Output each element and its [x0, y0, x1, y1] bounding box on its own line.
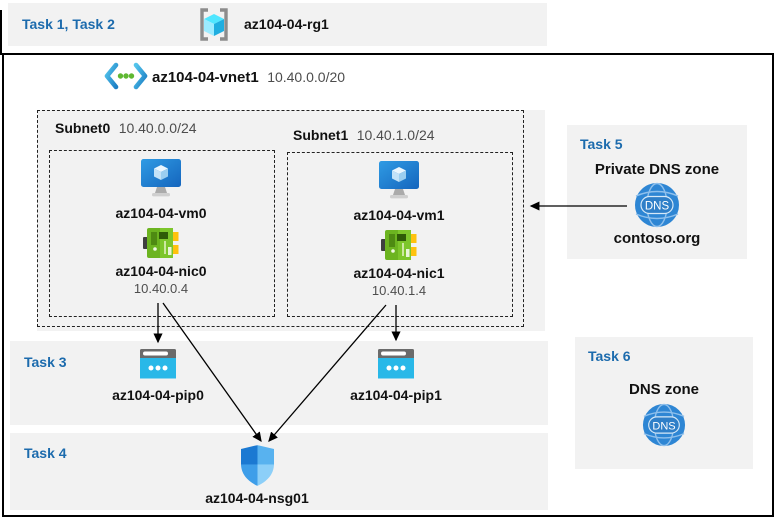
nic1-name: az104-04-nic1 [353, 265, 445, 281]
dns-zone-icon-text: DNS [652, 420, 675, 432]
subnet1-cidr: 10.40.1.0/24 [356, 127, 435, 143]
pip1-name: az104-04-pip1 [350, 387, 442, 403]
frame-left-notch [0, 10, 2, 55]
vm0-icon [138, 157, 184, 198]
vm0-name: az104-04-vm0 [115, 205, 207, 221]
private-dns-zone-title: Private DNS zone [594, 161, 720, 178]
subnet1-content: az104-04-vm1 az104-04-nic1 10.40.1.4 [287, 159, 511, 298]
subnet1-inner-box [287, 152, 513, 317]
task1-label: Task 1, Task 2 [22, 16, 115, 32]
task1-band: Task 1, Task 2 [8, 3, 547, 46]
subnet0-cidr: 10.40.0.0/24 [118, 120, 197, 136]
nsg-node: az104-04-nsg01 [197, 444, 317, 506]
diagram-outer-frame [2, 53, 774, 517]
task6-box: Task 6 DNS zone DNS [575, 337, 753, 469]
task5-label: Task 5 [580, 136, 623, 152]
vnet-cidr: 10.40.0.0/20 [267, 69, 346, 85]
nic1-ip: 10.40.1.4 [371, 283, 427, 298]
task6-label: Task 6 [588, 348, 631, 364]
resource-group-name: az104-04-rg1 [244, 16, 329, 32]
nic0-ip: 10.40.0.4 [133, 281, 189, 296]
subnet0-content: az104-04-vm0 az104-04-nic0 10.40.0.4 [49, 157, 273, 296]
pip0-node: az104-04-pip0 [98, 347, 218, 403]
task5-box: Task 5 Private DNS zone DNS contoso.org [567, 125, 747, 259]
private-dns-icon: DNS [634, 182, 680, 228]
subnet0-inner-box [49, 150, 275, 317]
task3-label: Task 3 [24, 354, 67, 370]
pip1-node: az104-04-pip1 [336, 347, 456, 403]
private-dns-icon-text: DNS [645, 201, 670, 213]
task4-label: Task 4 [24, 445, 67, 461]
vnet-title: az104-04-vnet1 10.40.0.0/20 [152, 69, 345, 87]
vm1-name: az104-04-vm1 [353, 207, 445, 223]
pip1-icon [376, 347, 416, 380]
nsg-name: az104-04-nsg01 [205, 490, 309, 506]
subnet1-title: Subnet1 10.40.1.0/24 [293, 127, 435, 145]
nic0-name: az104-04-nic0 [115, 263, 207, 279]
pip0-name: az104-04-pip0 [112, 387, 204, 403]
dns-zone-title: DNS zone [628, 381, 699, 398]
task3-band: Task 3 [10, 341, 548, 425]
vnet-subnet-zone [37, 110, 545, 331]
vnet-icon [104, 62, 148, 90]
pip0-icon [138, 347, 178, 380]
vm1-icon [376, 159, 422, 200]
nic0-icon [143, 226, 179, 260]
private-dns-zone-name: contoso.org [613, 230, 701, 247]
subnet0-name: Subnet0 [55, 120, 111, 136]
resource-group-icon [196, 6, 232, 43]
task4-band: Task 4 [10, 433, 548, 510]
subnet0-title: Subnet0 10.40.0.0/24 [55, 120, 197, 138]
subnet1-name: Subnet1 [293, 127, 349, 143]
dns-zone-icon: DNS [642, 403, 686, 447]
nic1-icon [381, 228, 417, 262]
vnet-name: az104-04-vnet1 [152, 69, 259, 86]
nsg-shield-icon [240, 444, 275, 487]
